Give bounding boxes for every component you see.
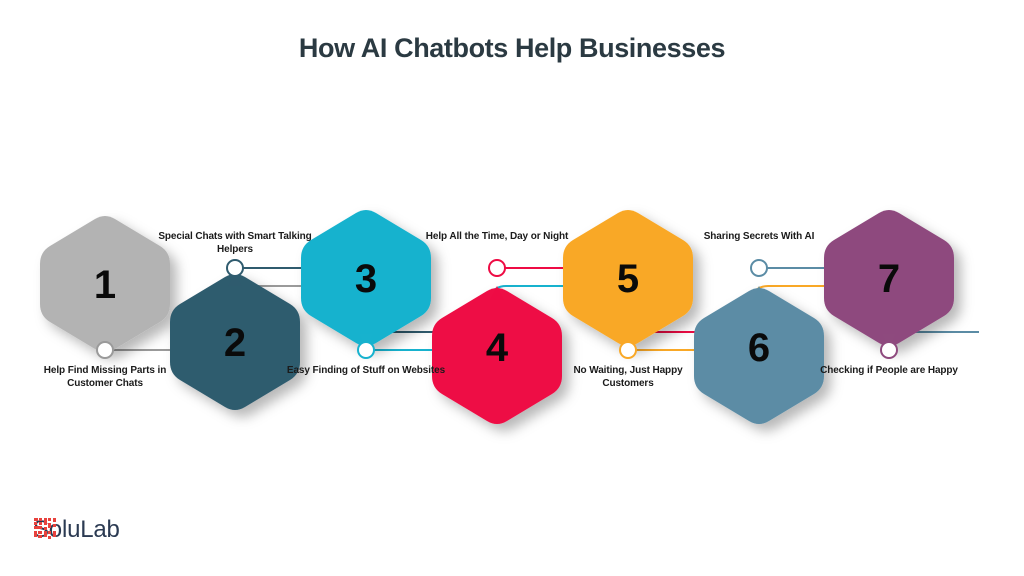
hexagon-number-3: 3 bbox=[355, 257, 377, 301]
hexagon-step-4[interactable]: 4 bbox=[432, 286, 562, 424]
connector-node-6 bbox=[750, 259, 768, 277]
step-caption-3: Easy Finding of Stuff on Websites bbox=[286, 365, 446, 376]
solulab-logo[interactable]: SoluLab bbox=[33, 516, 120, 544]
hexagon-step-1[interactable]: 1 bbox=[40, 216, 170, 354]
connector-node-5 bbox=[619, 341, 637, 359]
page-title: How AI Chatbots Help Businesses bbox=[298, 33, 726, 63]
solulab-logo-text: SoluLab bbox=[33, 516, 120, 543]
hexagon-step-7[interactable]: 7 bbox=[824, 210, 954, 348]
hexagon-number-5: 5 bbox=[617, 257, 639, 301]
connector-node-7 bbox=[880, 341, 898, 359]
connector-node-4 bbox=[488, 259, 506, 277]
hexagon-number-7: 7 bbox=[878, 257, 900, 301]
step-caption-7: Checking if People are Happy bbox=[820, 365, 958, 376]
hexagon-step-5[interactable]: 5 bbox=[563, 210, 693, 348]
hexagon-step-6[interactable]: 6 bbox=[694, 286, 824, 424]
solulab-logo-mark-icon bbox=[34, 518, 56, 539]
connector-node-2 bbox=[226, 259, 244, 277]
hexagon-step-2[interactable]: 2 bbox=[170, 272, 300, 410]
step-caption-4: Help All the Time, Day or Night bbox=[425, 231, 569, 242]
hexagon-step-3[interactable]: 3 bbox=[301, 210, 431, 348]
step-caption-5: No Waiting, Just Happy Customers bbox=[573, 365, 683, 389]
connector-node-1 bbox=[96, 341, 114, 359]
hexagon-number-2: 2 bbox=[224, 321, 246, 365]
connector-node-3 bbox=[357, 341, 375, 359]
step-caption-1: Help Find Missing Parts in Customer Chat… bbox=[43, 365, 167, 389]
step-caption-6: Sharing Secrets With AI bbox=[703, 231, 815, 242]
hexagon-number-4: 4 bbox=[486, 326, 509, 370]
hexagon-number-6: 6 bbox=[748, 326, 770, 370]
step-caption-2: Special Chats with Smart Talking Helpers bbox=[158, 231, 312, 255]
hexagon-number-1: 1 bbox=[94, 263, 116, 307]
